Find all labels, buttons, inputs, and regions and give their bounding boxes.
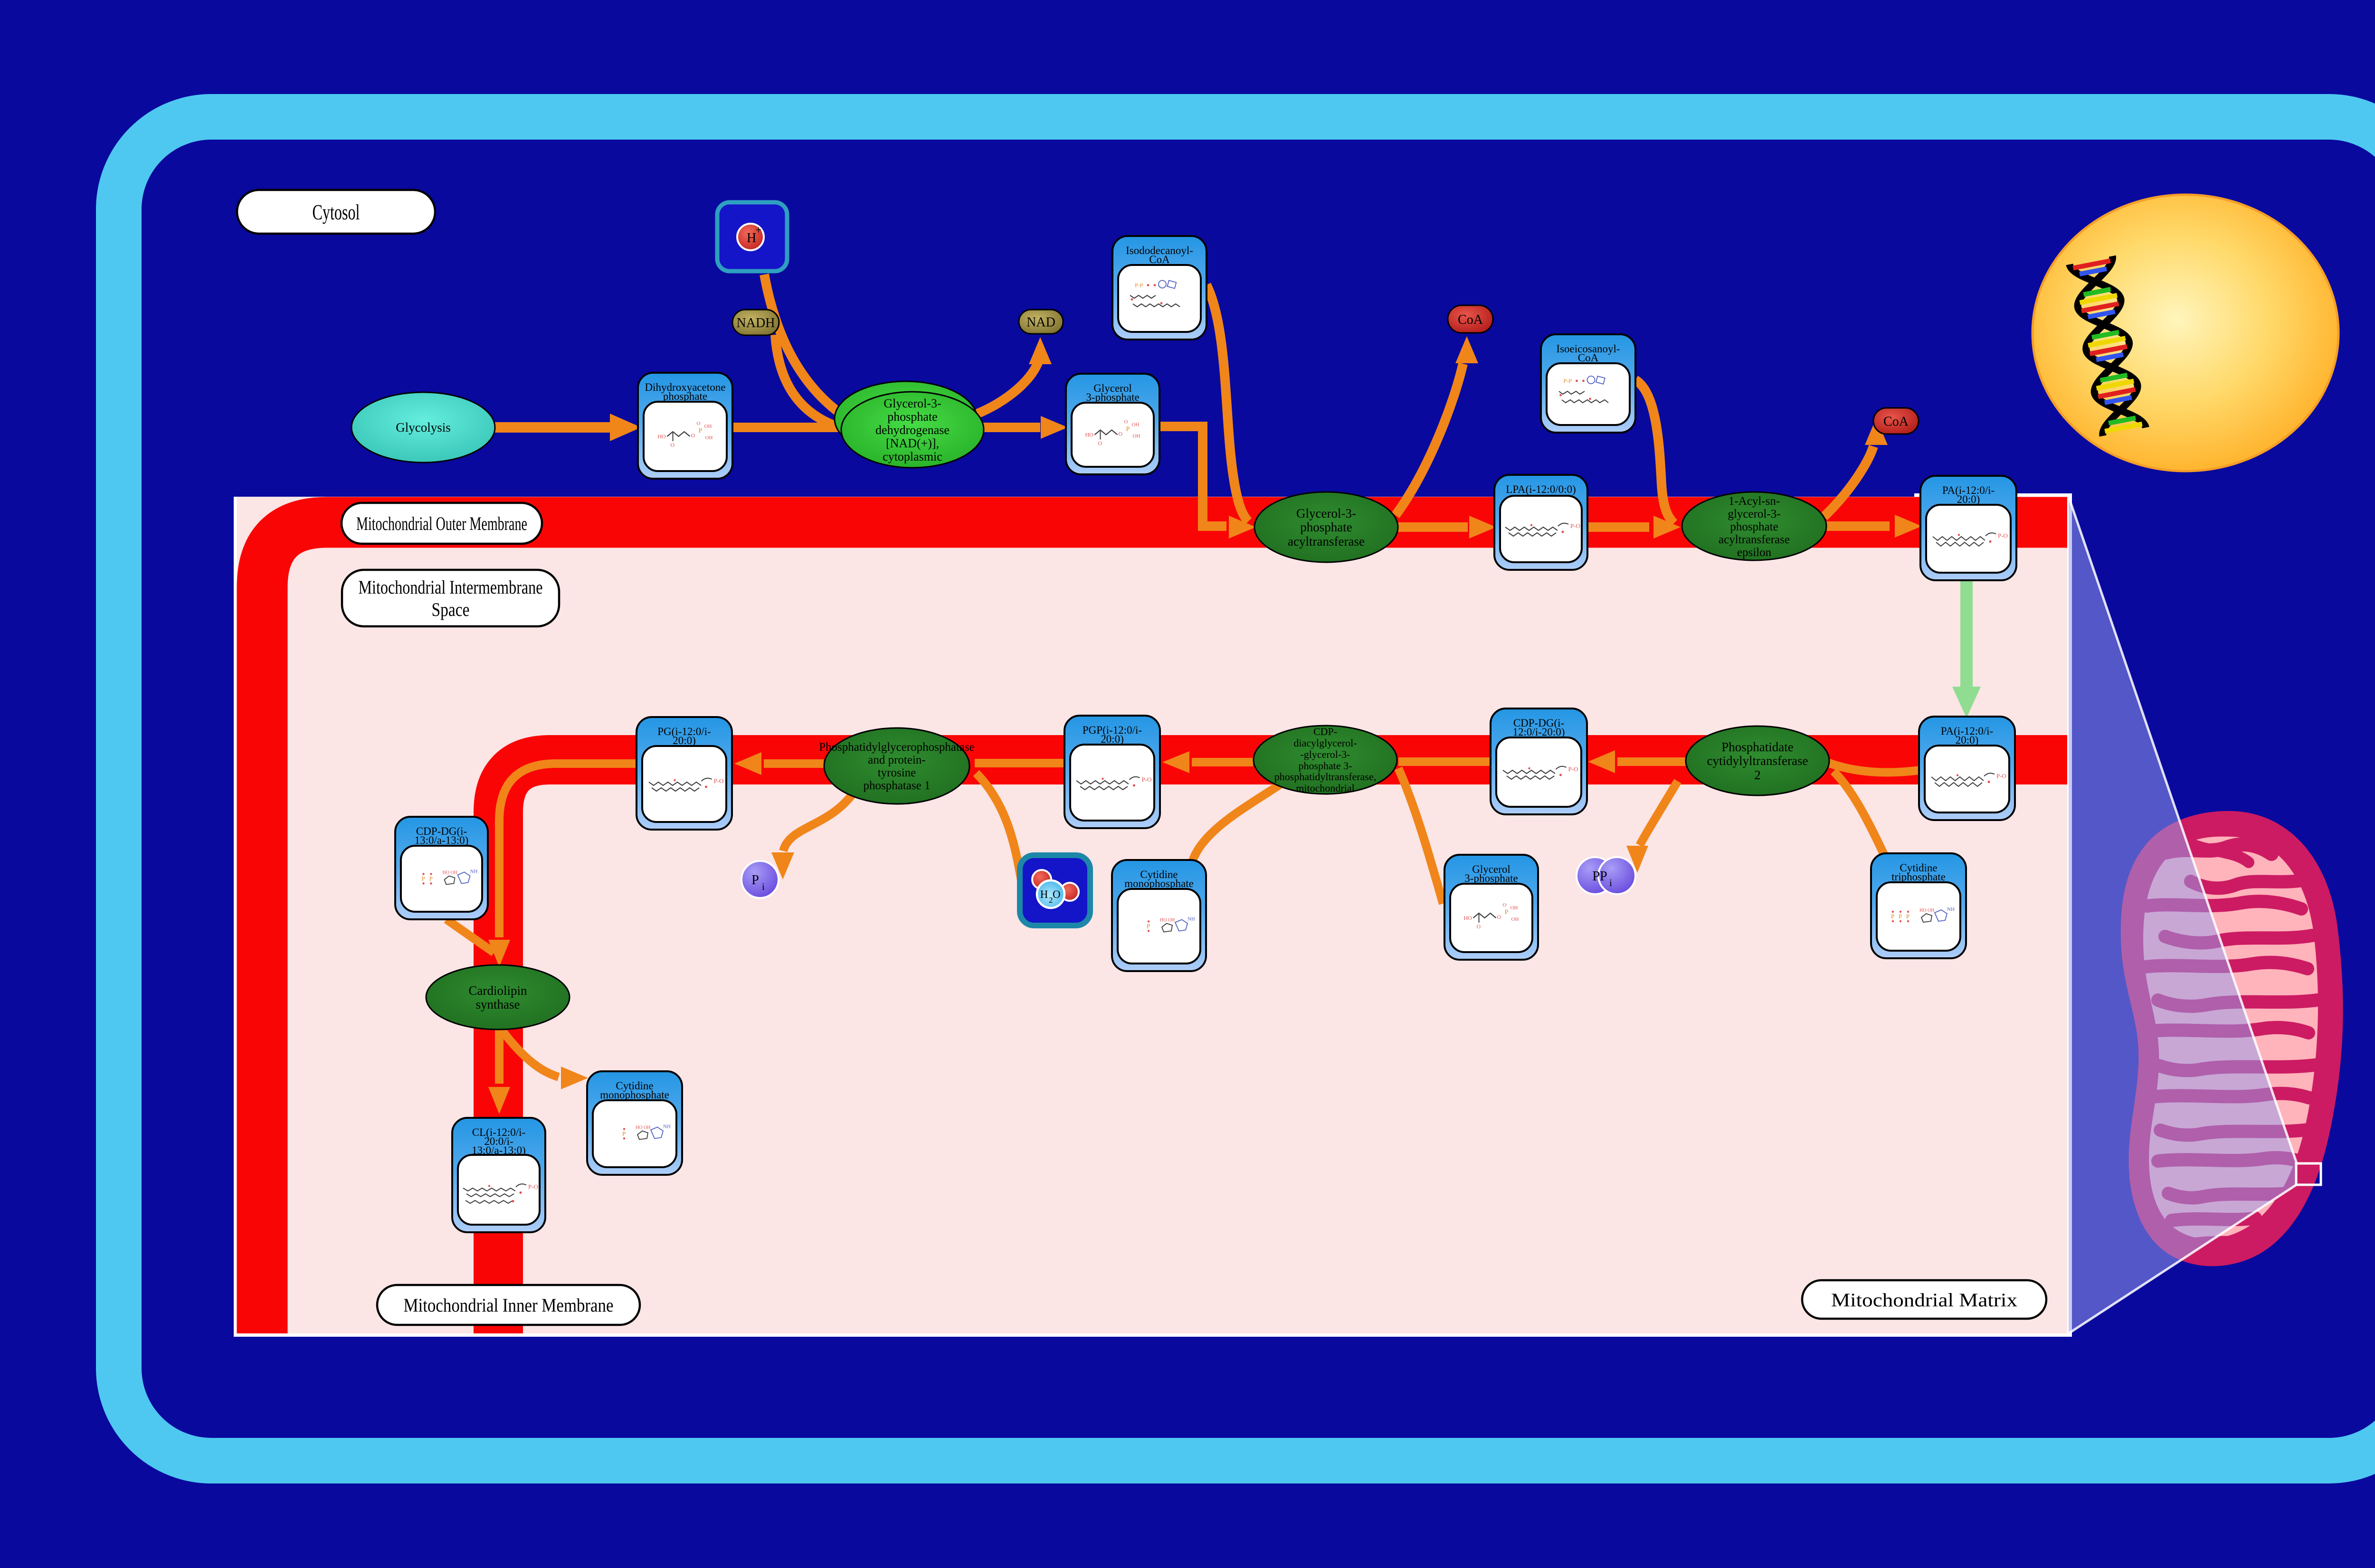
svg-text:H: H bbox=[747, 231, 756, 246]
svg-text:P: P bbox=[422, 875, 425, 882]
svg-text:P: P bbox=[1891, 913, 1894, 920]
svg-text:P: P bbox=[1147, 923, 1150, 930]
svg-text:+: + bbox=[755, 224, 762, 236]
svg-text:O: O bbox=[1497, 914, 1501, 920]
svg-text:OH: OH bbox=[1133, 434, 1140, 439]
svg-text:NH: NH bbox=[470, 869, 478, 875]
svg-text:P: P bbox=[1126, 426, 1130, 433]
svg-text:Mitochondrial Outer Membrane: Mitochondrial Outer Membrane bbox=[356, 513, 527, 534]
svg-text:Glycolysis: Glycolysis bbox=[396, 420, 451, 435]
svg-text:NH: NH bbox=[663, 1124, 671, 1130]
svg-text:i: i bbox=[1609, 877, 1612, 888]
svg-text:NH: NH bbox=[1188, 916, 1195, 922]
svg-text:CDP-DG(i-13:0/a-13:0): CDP-DG(i-13:0/a-13:0) bbox=[415, 825, 469, 846]
svg-text:HO OH: HO OH bbox=[1919, 908, 1934, 913]
svg-text:LPA(i-12:0/0:0): LPA(i-12:0/0:0) bbox=[1506, 483, 1576, 495]
svg-text:P-O: P-O bbox=[1142, 776, 1152, 783]
svg-text:HO OH: HO OH bbox=[1160, 918, 1175, 923]
svg-text:PA(i-12:0/i-20:0): PA(i-12:0/i-20:0) bbox=[1942, 484, 1995, 505]
svg-text:CoA: CoA bbox=[1458, 312, 1483, 327]
svg-text:HO OH: HO OH bbox=[636, 1125, 650, 1131]
svg-text:Cytosol: Cytosol bbox=[313, 200, 360, 224]
svg-text:P-O: P-O bbox=[1996, 773, 2006, 780]
svg-text:i: i bbox=[762, 881, 765, 892]
svg-text:P: P bbox=[699, 427, 703, 435]
svg-text:O: O bbox=[1098, 440, 1102, 447]
svg-text:O: O bbox=[691, 432, 695, 439]
svg-text:PA(i-12:0/i-20:0): PA(i-12:0/i-20:0) bbox=[1941, 725, 1993, 746]
svg-text:Space: Space bbox=[432, 599, 470, 620]
svg-text:O: O bbox=[697, 421, 701, 426]
svg-text:P-O: P-O bbox=[528, 1183, 538, 1190]
svg-text:HO: HO bbox=[1464, 915, 1472, 921]
svg-text:P: P bbox=[1906, 913, 1910, 920]
svg-text:HO OH: HO OH bbox=[443, 870, 457, 876]
svg-text:O: O bbox=[1053, 888, 1061, 900]
svg-text:O: O bbox=[1477, 923, 1481, 930]
svg-text:1-Acyl-sn-glycerol-3-phosphate: 1-Acyl-sn-glycerol-3-phosphateacyltransf… bbox=[1719, 495, 1790, 559]
svg-text:PG(i-12:0/i-20:0): PG(i-12:0/i-20:0) bbox=[657, 726, 711, 746]
svg-text:2: 2 bbox=[1049, 896, 1053, 905]
svg-text:OH: OH bbox=[705, 435, 713, 441]
svg-text:HO: HO bbox=[1085, 432, 1094, 438]
svg-text:P-O: P-O bbox=[1570, 522, 1580, 529]
svg-text:CDP-diacylglycerol--glycerol-3: CDP-diacylglycerol--glycerol-3-phosphate… bbox=[1274, 726, 1376, 794]
svg-text:O: O bbox=[1503, 902, 1507, 908]
svg-text:P-O: P-O bbox=[1998, 532, 2008, 539]
svg-text:P: P bbox=[1505, 909, 1509, 916]
svg-text:P-O: P-O bbox=[714, 777, 724, 784]
svg-text:NADH: NADH bbox=[737, 316, 775, 331]
svg-text:P-P: P-P bbox=[1135, 282, 1143, 289]
svg-text:Isoeicosanoyl-CoA: Isoeicosanoyl-CoA bbox=[1556, 343, 1620, 364]
svg-text:P: P bbox=[1899, 913, 1902, 920]
svg-text:Mitochondrial Intermembrane: Mitochondrial Intermembrane bbox=[359, 576, 543, 598]
svg-text:HO: HO bbox=[658, 433, 666, 440]
svg-text:OH: OH bbox=[1511, 916, 1519, 922]
svg-text:PGP(i-12:0/i-20:0): PGP(i-12:0/i-20:0) bbox=[1083, 724, 1142, 745]
svg-text:Mitochondrial Inner Membrane: Mitochondrial Inner Membrane bbox=[404, 1294, 614, 1316]
svg-text:OH: OH bbox=[704, 424, 712, 429]
svg-text:P: P bbox=[751, 873, 759, 888]
svg-text:P: P bbox=[622, 1130, 626, 1137]
svg-text:NAD: NAD bbox=[1026, 315, 1055, 330]
svg-text:P-O: P-O bbox=[1568, 765, 1578, 773]
svg-text:Mitochondrial Matrix: Mitochondrial Matrix bbox=[1831, 1289, 2017, 1311]
svg-text:Isododecanoyl-CoA: Isododecanoyl-CoA bbox=[1126, 245, 1193, 265]
svg-text:PP: PP bbox=[1592, 869, 1607, 884]
svg-text:OH: OH bbox=[1132, 422, 1140, 428]
svg-text:O: O bbox=[671, 442, 675, 448]
svg-text:O: O bbox=[1119, 431, 1123, 437]
svg-text:NH: NH bbox=[1947, 907, 1955, 912]
svg-text:CDP-DG(i-12:0/i-20:0): CDP-DG(i-12:0/i-20:0) bbox=[1513, 717, 1565, 738]
svg-text:CoA: CoA bbox=[1883, 414, 1909, 429]
svg-text:OH: OH bbox=[1510, 905, 1518, 911]
svg-text:O: O bbox=[1124, 419, 1128, 425]
svg-text:P-P: P-P bbox=[1564, 378, 1572, 384]
svg-text:P: P bbox=[429, 875, 433, 882]
svg-text:H: H bbox=[1040, 888, 1048, 900]
